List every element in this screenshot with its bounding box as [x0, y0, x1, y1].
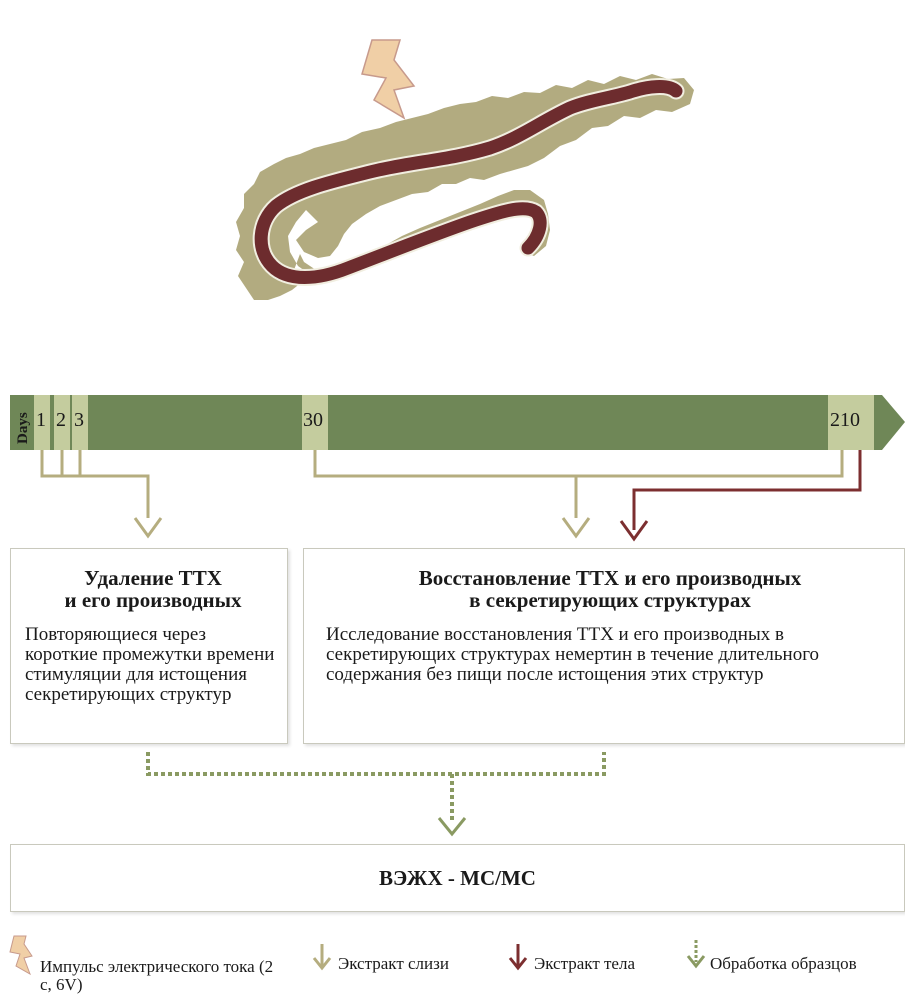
depletion-title-line2: и его производных [25, 589, 281, 611]
recovery-description: Исследование восстановления ТТХ и его пр… [326, 625, 894, 685]
timeline-axis-label: Days [15, 416, 33, 444]
mucus-arrowhead-right [563, 518, 589, 536]
tick-label-day-1: 1 [36, 409, 46, 431]
mucus-arrowhead-left [135, 518, 161, 536]
tick-label-day-3: 3 [74, 409, 84, 431]
hplc-ms-box: ВЭЖХ - МС/МС [10, 844, 905, 912]
depletion-box: Удаление ТТХ и его производных Повторяющ… [10, 548, 288, 744]
depletion-title-line1: Удаление ТТХ [25, 567, 281, 589]
legend-mucus-arrow-icon [314, 944, 330, 968]
recovery-title-line1: Восстановление ТТХ и его производных [326, 567, 894, 589]
tick-label-day-2: 2 [56, 409, 66, 431]
legend-mucus-label: Экстракт слизи [338, 955, 449, 973]
connector-days-1-3 [42, 450, 148, 518]
legend-body-arrow-icon [510, 944, 526, 968]
tick-label-day-30: 30 [303, 409, 323, 431]
legend-pulse-label: Импульс электрического тока (2 с, 6V) [40, 958, 280, 994]
hplc-ms-title: ВЭЖХ - МС/МС [379, 866, 536, 891]
legend-processing-label: Обработка образцов [710, 955, 857, 973]
processing-connectors [148, 752, 604, 820]
body-extract-connector [634, 450, 860, 530]
processing-connector-left [148, 752, 604, 774]
timeline-bar [10, 395, 905, 450]
legend-processing-arrow-icon [688, 940, 704, 966]
lightning-bolt-icon [362, 40, 414, 118]
depletion-description: Повторяющиеся через короткие промежутки … [25, 625, 281, 705]
recovery-box: Восстановление ТТХ и его производных в с… [303, 548, 905, 744]
legend-body-label: Экстракт тела [534, 955, 635, 973]
processing-arrowhead [439, 818, 465, 834]
recovery-title-line2: в секретирующих структурах [326, 589, 894, 611]
tick-label-day-210: 210 [830, 409, 860, 431]
nemertean-worm-illustration [236, 74, 694, 300]
connector-days-30-210 [315, 450, 842, 476]
timeline [10, 395, 905, 450]
legend-lightning-icon [10, 936, 32, 974]
mucus-connectors [42, 450, 842, 518]
